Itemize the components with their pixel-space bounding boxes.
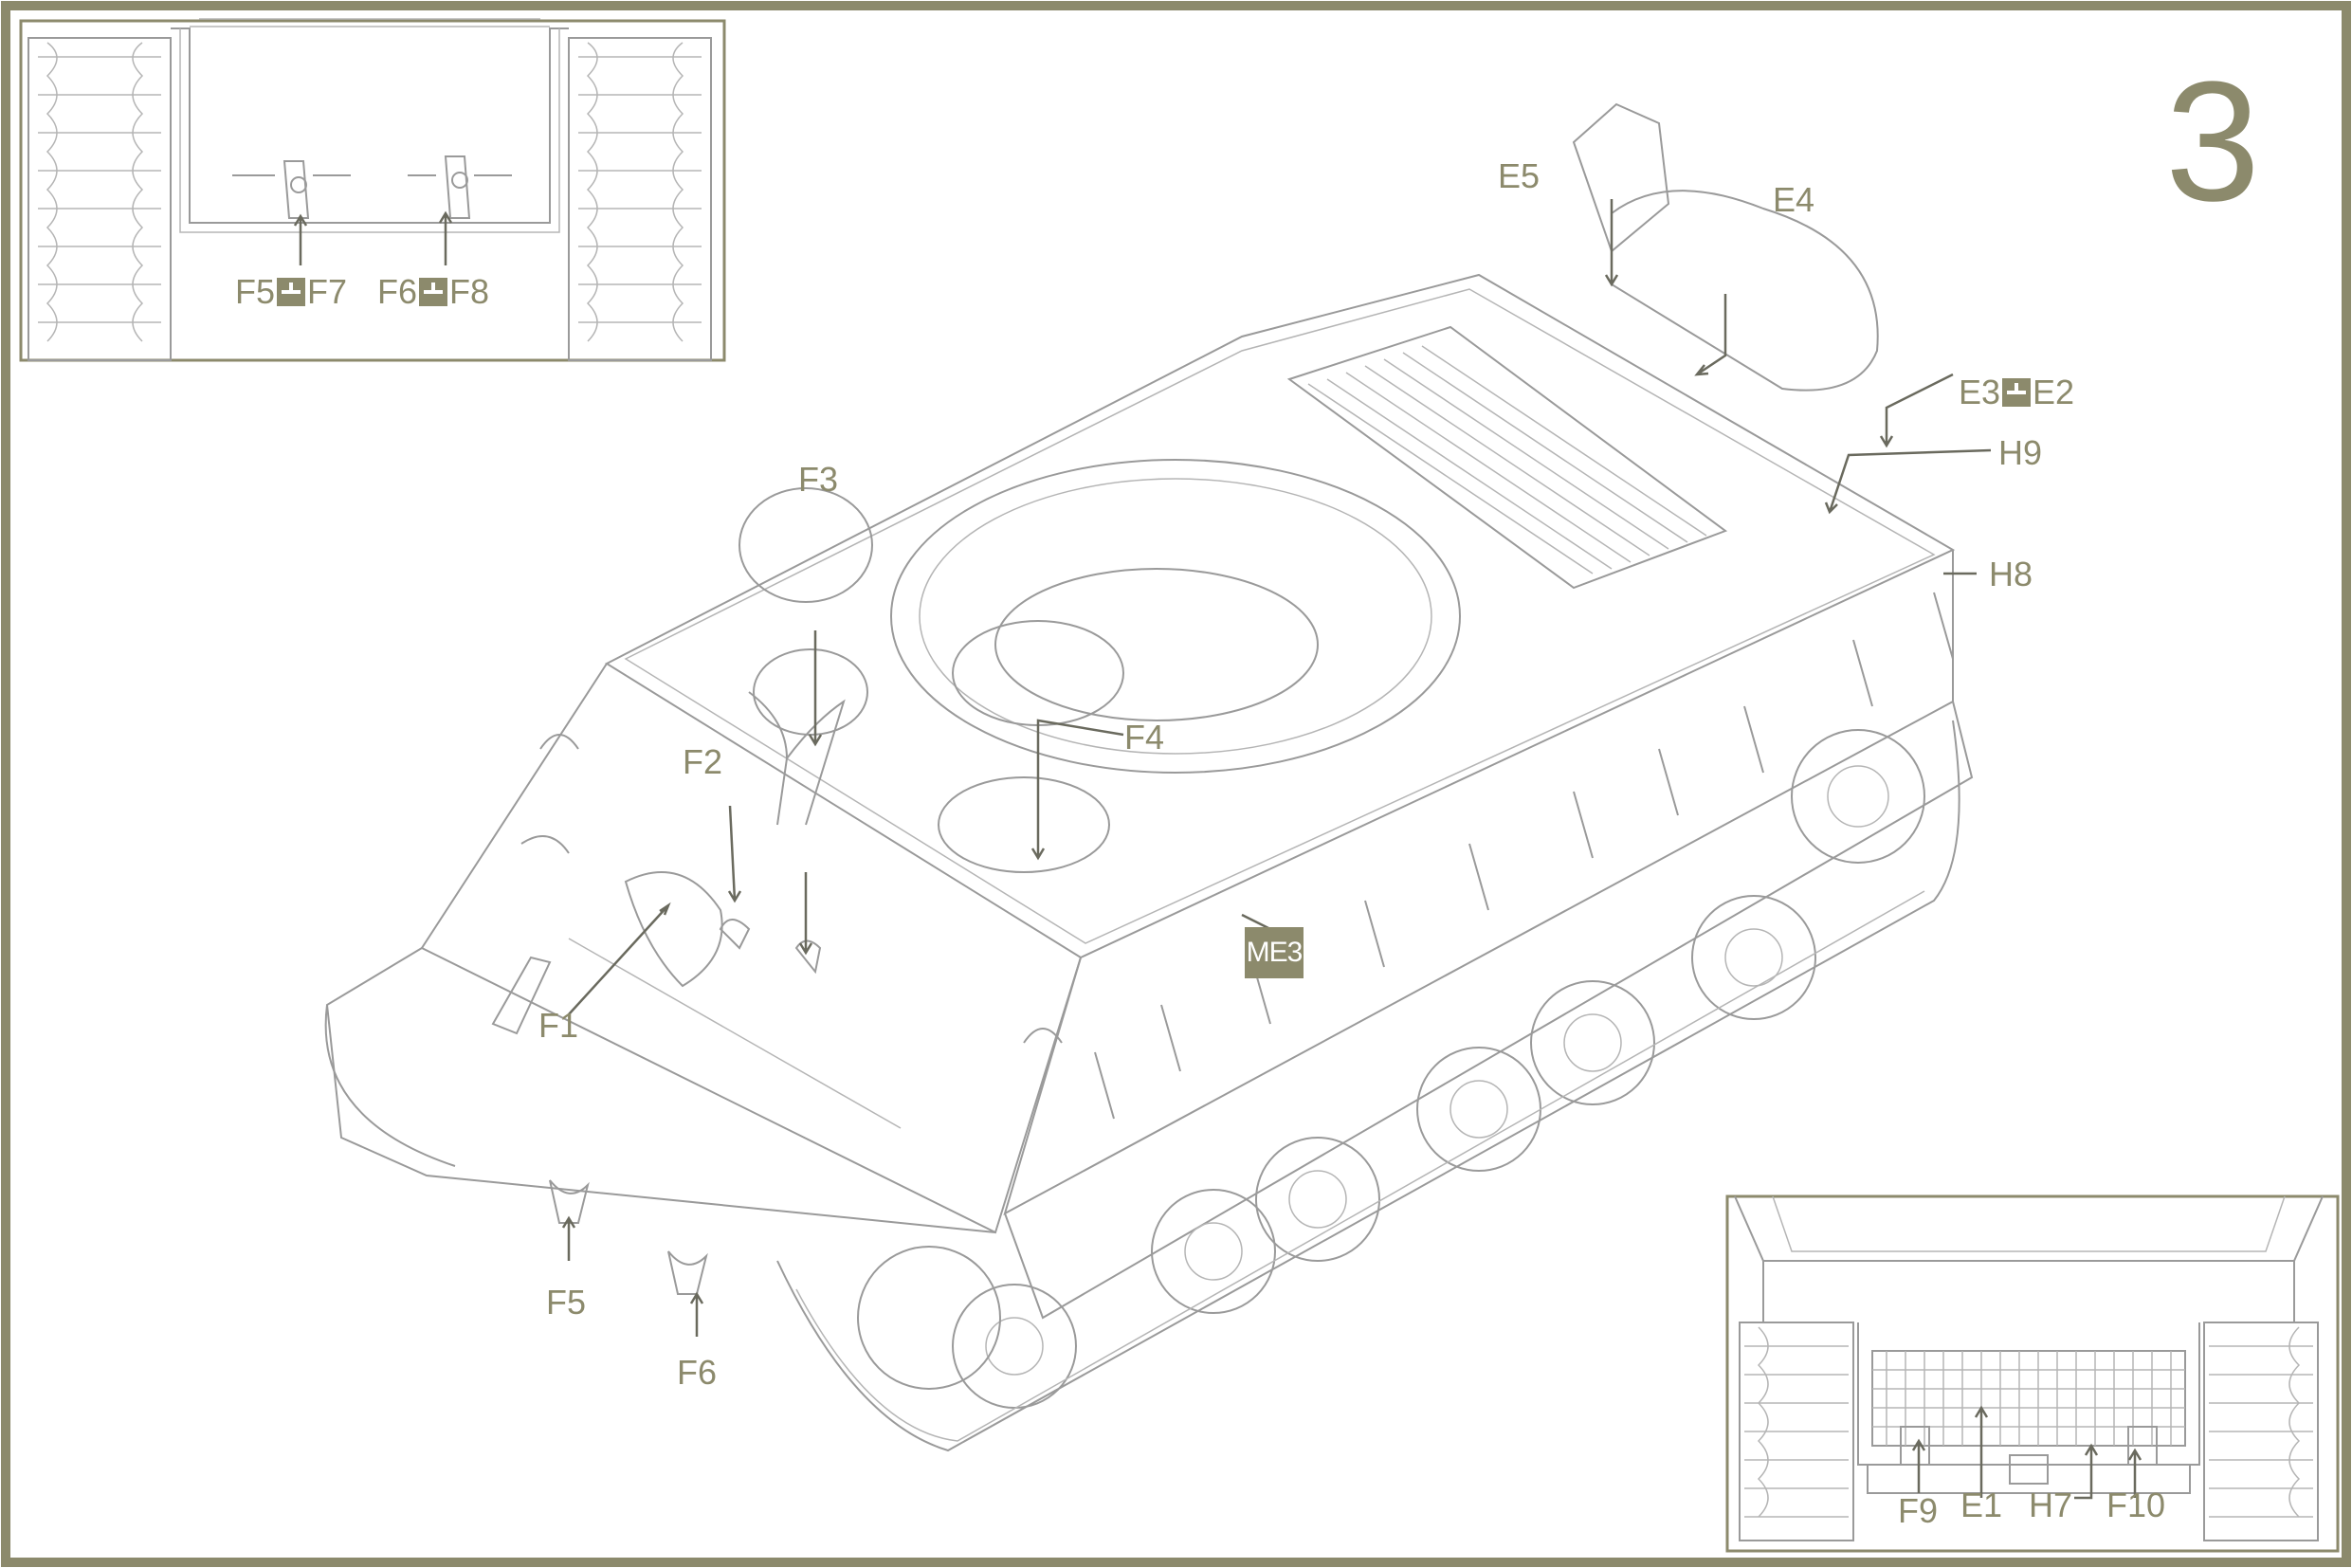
callout-f7-inset: F7 [307, 272, 348, 311]
callout-e5: E5 [1498, 156, 1541, 195]
inset-top-left-label: F5 F7 [235, 275, 347, 309]
callout-f8-inset: F8 [449, 272, 490, 311]
callout-f5: F5 [546, 1283, 587, 1322]
callout-arrows [561, 199, 1992, 1337]
connector-icon [419, 278, 448, 306]
connector-icon [277, 278, 306, 306]
inset-rear-view [1725, 1194, 2340, 1553]
inset-top-right-label: F6 F8 [377, 275, 489, 309]
callout-f6-inset: F6 [377, 272, 418, 311]
callout-f6: F6 [677, 1353, 718, 1392]
step-number: 3 [2165, 46, 2261, 237]
callout-e4: E4 [1773, 180, 1815, 219]
callout-e3: E3 [1959, 373, 2001, 411]
callout-h7: H7 [2029, 1486, 2073, 1524]
callout-h8: H8 [1989, 555, 2033, 593]
vehicle-hull [324, 102, 1974, 1452]
callout-f4: F4 [1124, 718, 1165, 757]
road-wheels [857, 729, 1925, 1409]
callout-f2: F2 [683, 742, 723, 781]
callout-f5-inset: F5 [235, 272, 276, 311]
callout-e2: E2 [2033, 373, 2075, 411]
connector-icon [2002, 378, 2032, 407]
callout-f9: F9 [1898, 1491, 1939, 1530]
callout-h9: H9 [1998, 433, 2043, 472]
callout-e3-e2: E3 E2 [1959, 375, 2074, 410]
callout-f1: F1 [538, 1006, 579, 1045]
callout-f3: F3 [798, 460, 839, 499]
inset-top-view [19, 18, 726, 362]
callout-e1: E1 [1960, 1486, 2003, 1524]
callout-f10: F10 [2106, 1486, 2166, 1524]
part-badge: ME3 [1245, 927, 1304, 978]
